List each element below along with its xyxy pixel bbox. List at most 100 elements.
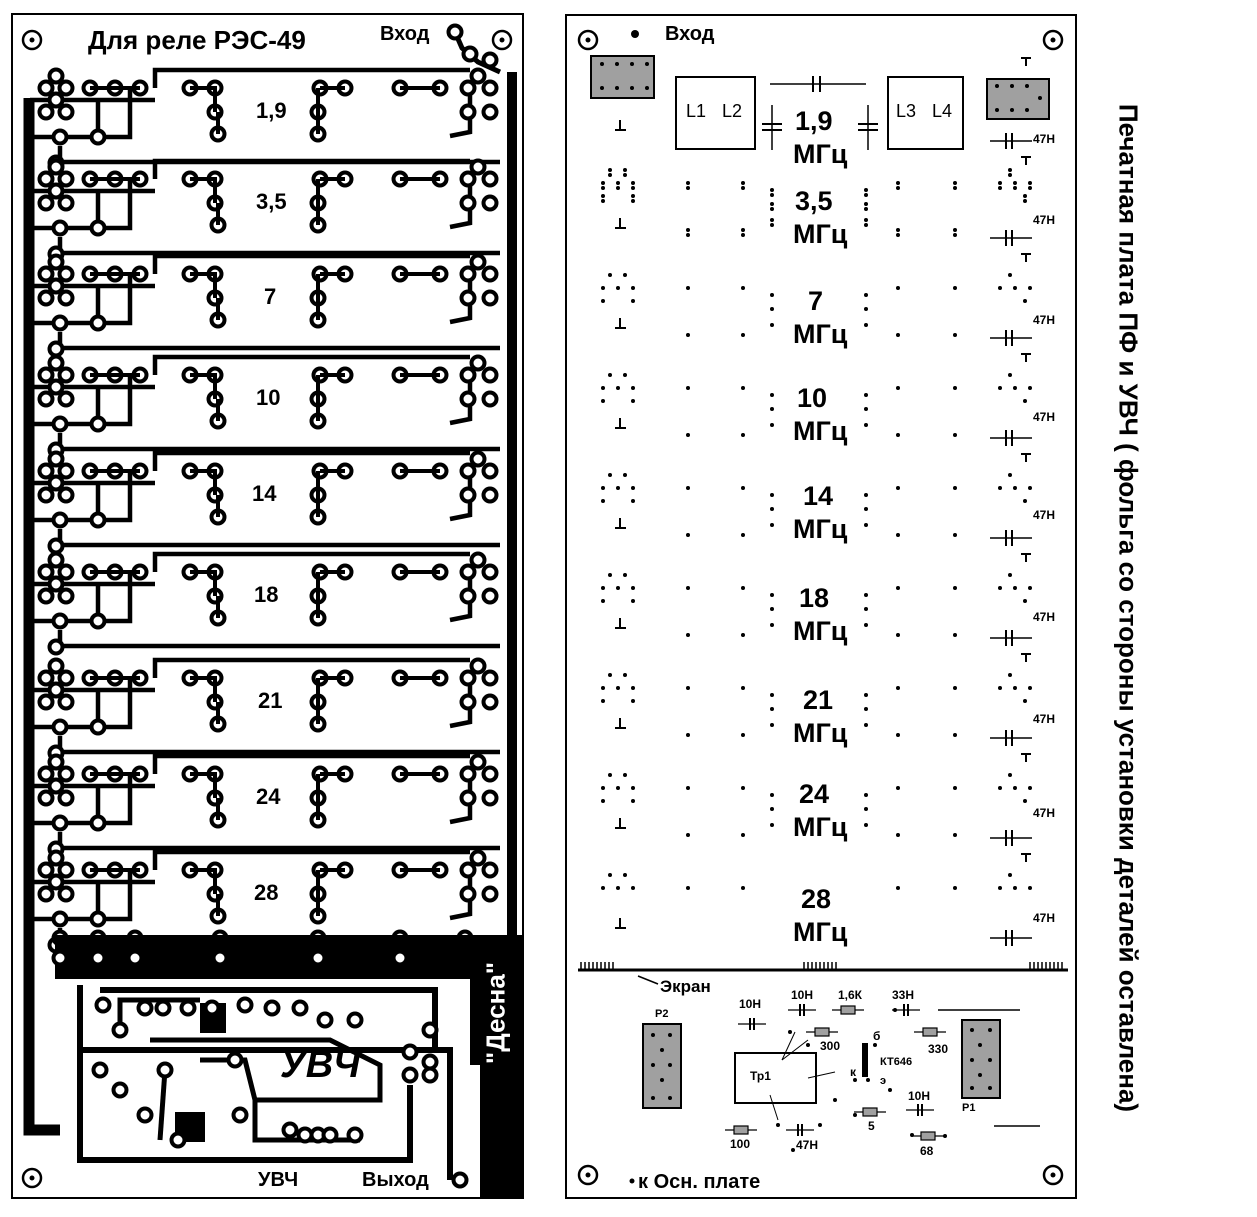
hole <box>623 573 627 577</box>
relay-pad <box>47 67 65 85</box>
hole <box>896 228 900 232</box>
relay-pad <box>57 861 75 879</box>
mounting-hole <box>1042 1164 1064 1186</box>
hole <box>1013 286 1017 290</box>
hole <box>953 886 957 890</box>
relay-pad <box>57 390 75 408</box>
relay-footprint <box>961 1019 1001 1099</box>
pad <box>469 657 487 675</box>
pad <box>469 354 487 372</box>
hole <box>1028 286 1032 290</box>
band-trace <box>60 572 133 624</box>
hole <box>896 733 900 737</box>
uhf-pad <box>231 1106 249 1124</box>
right-band-unit: МГц <box>793 812 848 842</box>
hole <box>1023 599 1027 603</box>
band-trace <box>60 471 133 523</box>
uhf-pad <box>346 1126 364 1144</box>
hole <box>998 386 1002 390</box>
hole <box>686 886 690 890</box>
hole <box>953 486 957 490</box>
hole <box>1008 673 1012 677</box>
hole <box>770 423 774 427</box>
pad <box>51 415 69 433</box>
hole <box>1028 786 1032 790</box>
cap-label-47n: 47Н <box>1033 610 1056 624</box>
pad <box>481 79 499 97</box>
hole <box>686 433 690 437</box>
hole <box>631 199 635 203</box>
pad <box>89 128 107 146</box>
trace <box>190 868 217 894</box>
hole <box>864 193 868 197</box>
relay-pad <box>57 170 75 188</box>
pad <box>89 910 107 928</box>
hole <box>686 286 690 290</box>
band-trace <box>449 471 473 522</box>
relay-pad <box>37 170 55 188</box>
pad <box>89 814 107 832</box>
band-trace <box>57 630 500 649</box>
hole <box>770 793 774 797</box>
comp-transformer: Тр1 <box>750 1069 771 1083</box>
uhf-pad <box>91 1061 109 1079</box>
uhf-pad <box>263 999 281 1017</box>
hole <box>953 228 957 232</box>
pad <box>469 753 487 771</box>
hole <box>853 1078 857 1082</box>
band-trace <box>152 354 470 375</box>
pad <box>481 103 499 121</box>
coil-label-l3: L3 <box>896 101 917 121</box>
right-band-unit: МГц <box>793 917 848 947</box>
hole <box>770 393 774 397</box>
hole <box>741 886 745 890</box>
hole <box>741 433 745 437</box>
hole <box>1028 586 1032 590</box>
hole <box>741 228 745 232</box>
pad <box>481 51 499 69</box>
transformer-box <box>734 1052 817 1104</box>
pad <box>481 885 499 903</box>
hole <box>741 386 745 390</box>
hole <box>608 773 612 777</box>
left-board-outline <box>11 13 524 1199</box>
relay-pad <box>57 765 75 783</box>
hole <box>631 886 635 890</box>
cap-label-47n: 47Н <box>1033 911 1056 925</box>
band-trace <box>60 88 133 140</box>
mounting-hole <box>21 1167 43 1189</box>
hole <box>631 286 635 290</box>
hole <box>601 199 605 203</box>
hole <box>686 181 690 185</box>
hole <box>864 623 868 627</box>
left-band-label: 21 <box>258 688 283 713</box>
hole <box>1028 886 1032 890</box>
right-band-unit: МГц <box>793 319 848 349</box>
hole <box>1008 473 1012 477</box>
band-trace <box>60 870 133 922</box>
pad <box>481 366 499 384</box>
left-band-label: 28 <box>254 880 279 905</box>
hole <box>1028 386 1032 390</box>
hole <box>953 786 957 790</box>
uhf-pad <box>203 999 221 1017</box>
relay-pad <box>47 551 65 569</box>
hole <box>998 886 1002 890</box>
pad <box>47 537 65 555</box>
hole <box>953 233 957 237</box>
trace <box>190 676 217 702</box>
comp-r2: 300 <box>820 1039 841 1053</box>
relay-pad <box>37 789 55 807</box>
relay-pad <box>47 873 65 891</box>
relay-pad <box>57 587 75 605</box>
mounting-hole <box>491 29 513 51</box>
hole <box>896 486 900 490</box>
pad <box>459 170 477 188</box>
pad <box>469 849 487 867</box>
hole <box>631 386 635 390</box>
band-trace <box>449 870 473 921</box>
pad <box>89 219 107 237</box>
right-band-unit: МГц <box>793 514 848 544</box>
hole <box>631 399 635 403</box>
main-board-label: к Осн. плате <box>638 1171 761 1193</box>
